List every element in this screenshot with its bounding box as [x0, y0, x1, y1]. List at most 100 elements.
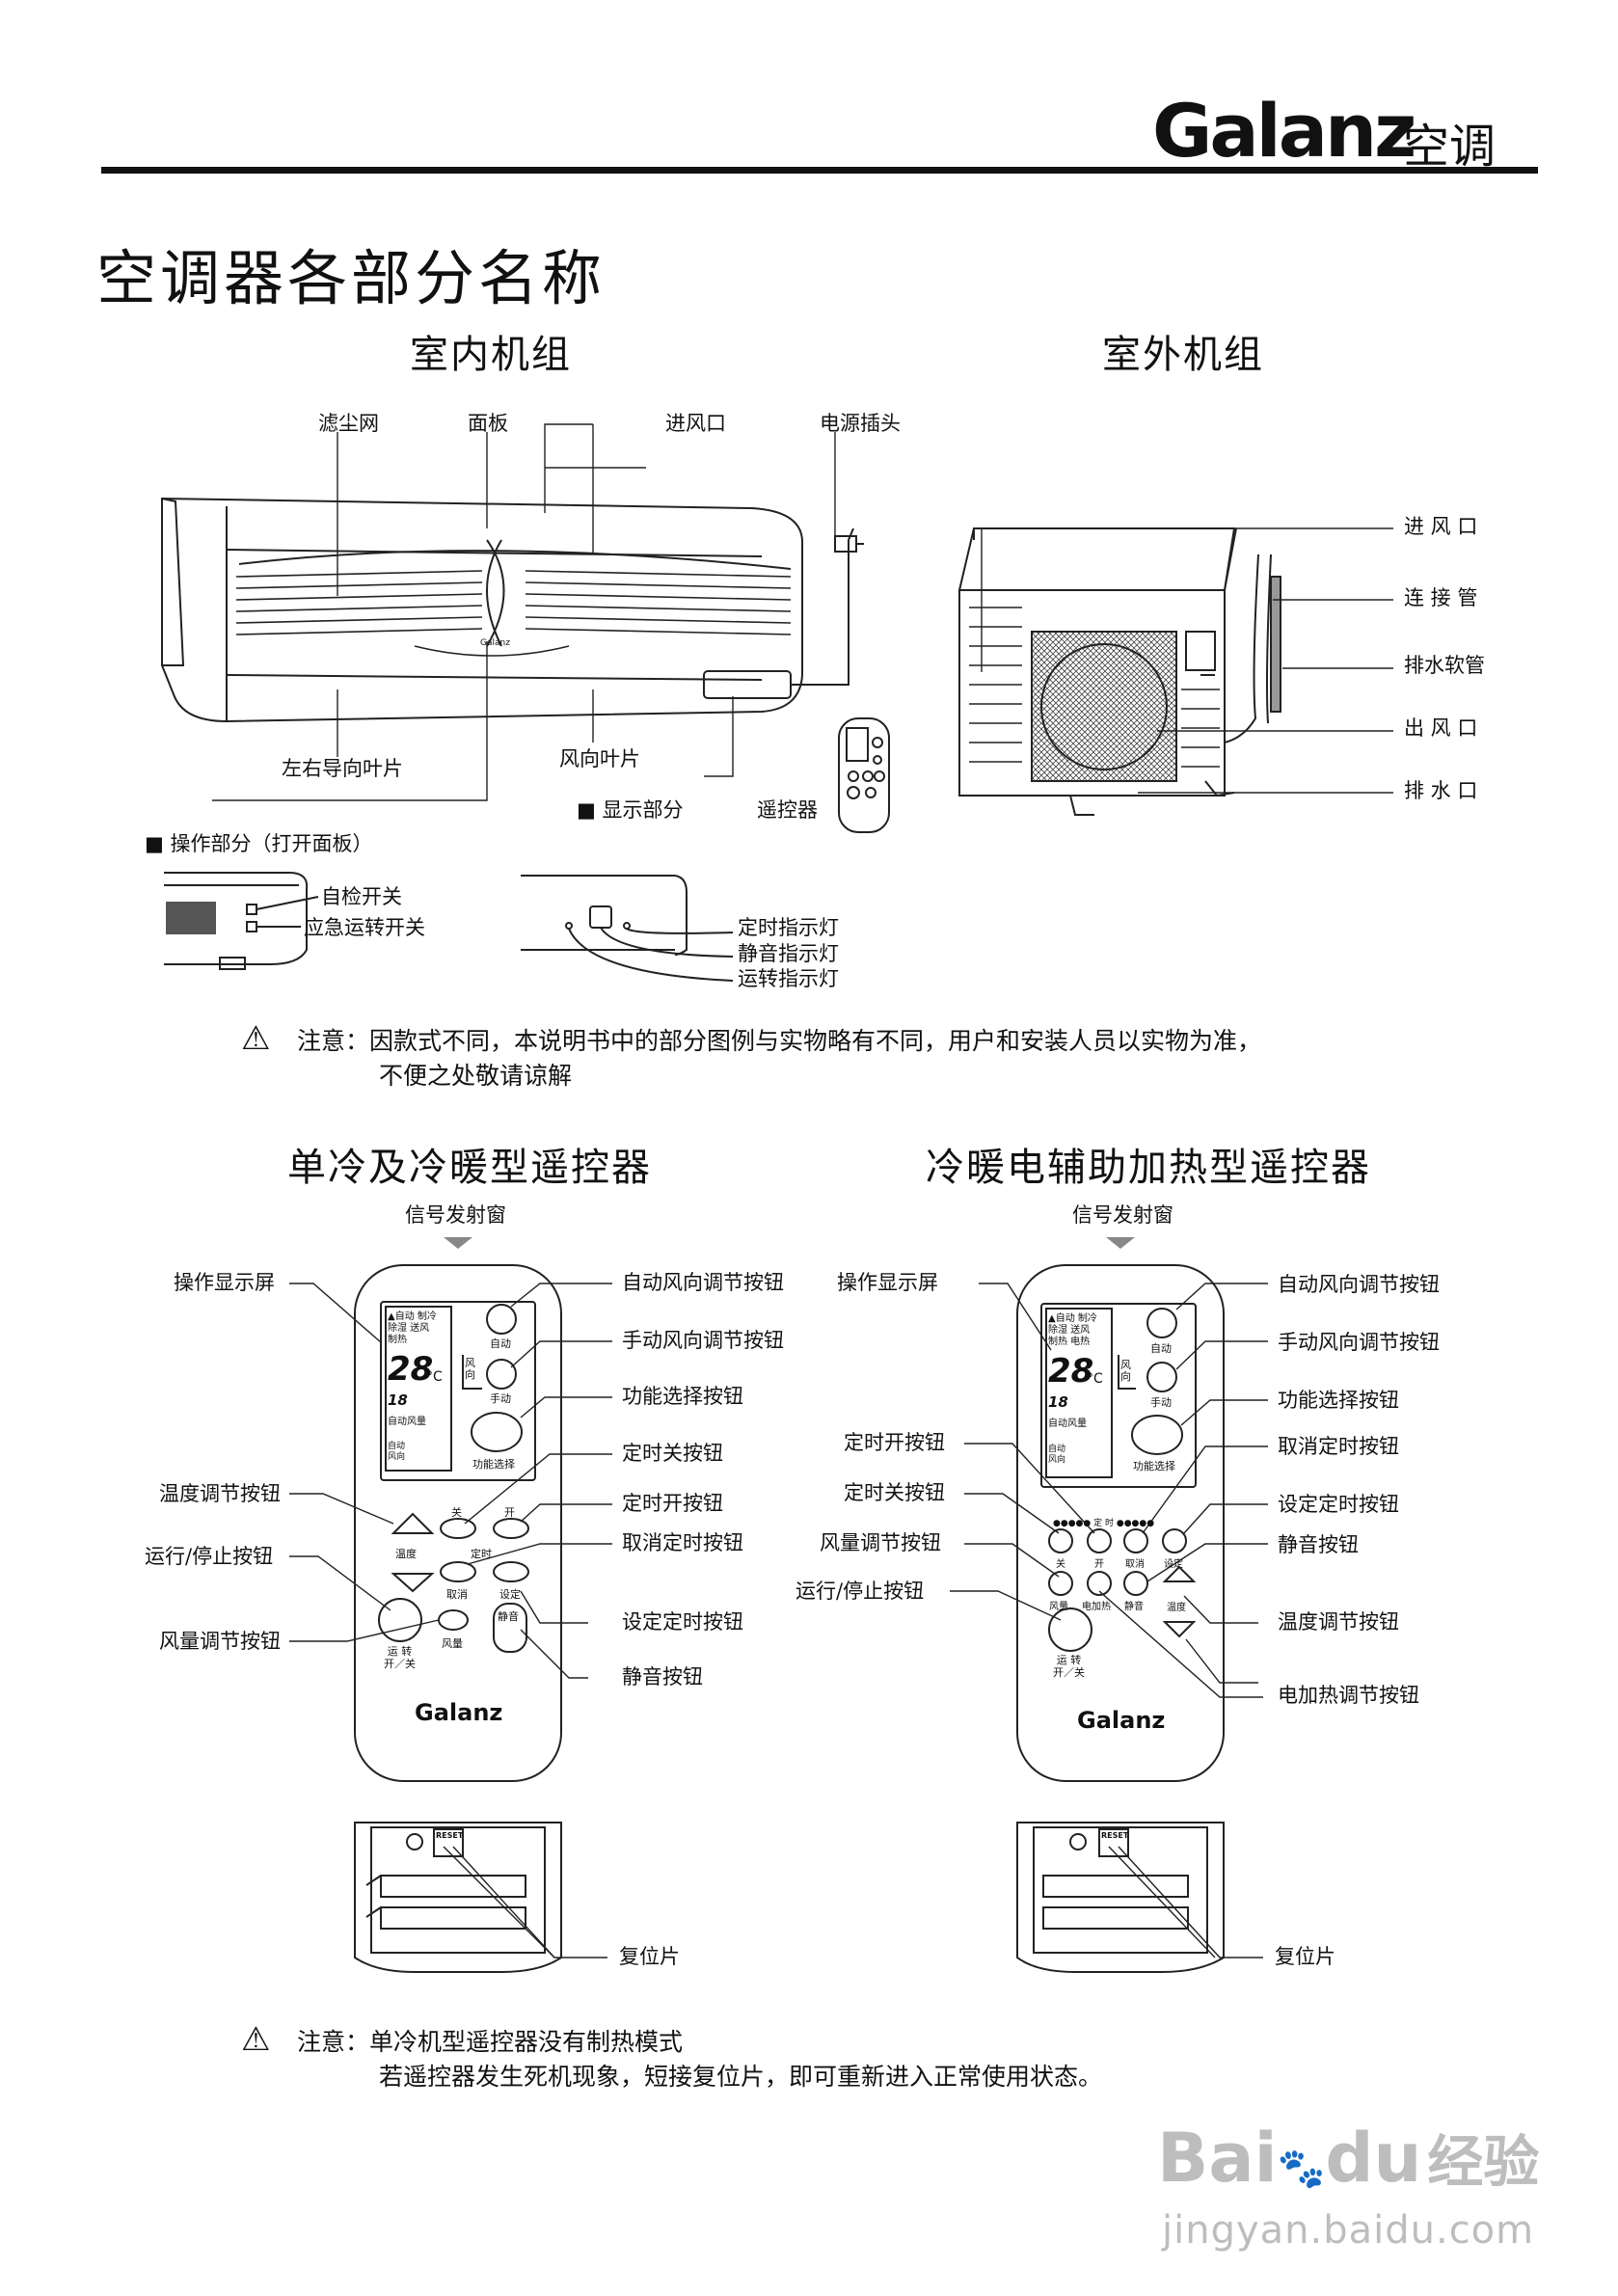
r2-label-fan: 风量调节按钮	[820, 1531, 941, 1554]
r1-btn-timer: 定时	[471, 1548, 492, 1560]
indoor-title: 室内机组	[410, 333, 572, 377]
label-operation-part: ■ 操作部分（打开面板）	[145, 832, 373, 855]
label-outdoor-drain-hose: 排水软管	[1404, 654, 1485, 677]
r1-label-reset: 复位片	[619, 1945, 680, 1968]
note1-line1: 注意：因款式不同，本说明书中的部分图例与实物略有不同，用户和安装人员以实物为准，	[297, 1027, 1262, 1055]
r1-btn-quiet[interactable]: 静音	[498, 1610, 519, 1623]
r2-label-timer-on: 定时开按钮	[844, 1431, 945, 1454]
r2-lcd-modes: ▲自动 制冷 除湿 送风 制热 电热	[1048, 1313, 1097, 1347]
r2-btn-cancel[interactable]: 取消	[1125, 1559, 1145, 1570]
r1-label-timer-on: 定时开按钮	[622, 1492, 723, 1515]
operation-part-drawing	[164, 872, 319, 970]
r1-lcd-unit: °C	[426, 1369, 443, 1385]
r2-lcd-temp: 28	[1048, 1352, 1094, 1391]
r1-lcd-hours: 18	[388, 1391, 408, 1409]
label-panel: 面板	[468, 412, 508, 435]
r1-logo: Galanz	[415, 1699, 503, 1726]
r2-btn-on[interactable]: 开	[1094, 1559, 1104, 1570]
r1-label-set-timer: 设定定时按钮	[622, 1610, 743, 1634]
r2-btn-set[interactable]: 设定	[1164, 1559, 1183, 1570]
r1-lcd-wind: 自动 风向	[388, 1442, 406, 1462]
r2-timer-row: ●●●●● 定 时 ●●●●●	[1053, 1519, 1155, 1528]
indoor-unit-logo: Galanz	[480, 638, 510, 648]
r2-lcd-unit: °C	[1087, 1371, 1103, 1387]
r2-label-heat: 电加热调节按钮	[1278, 1684, 1419, 1707]
label-lr-louver: 左右导向叶片	[282, 757, 403, 780]
r2-label-auto-wind: 自动风向调节按钮	[1278, 1273, 1440, 1296]
label-run-led: 运转指示灯	[738, 967, 839, 990]
r1-lcd-modes: ▲自动 制冷 除湿 送风 制热	[388, 1311, 437, 1345]
r1-btn-on[interactable]: 开	[504, 1506, 515, 1519]
r2-btn-quiet[interactable]: 静音	[1124, 1602, 1144, 1612]
r1-label-auto-wind: 自动风向调节按钮	[622, 1271, 784, 1294]
r2-label-set-timer: 设定定时按钮	[1278, 1493, 1399, 1516]
label-quiet-led: 静音指示灯	[738, 942, 839, 965]
r2-btn-heat[interactable]: 电加热	[1082, 1602, 1111, 1612]
label-filter: 滤尘网	[318, 412, 379, 435]
label-display-part: ■ 显示部分	[577, 798, 684, 822]
r1-label-temp: 温度调节按钮	[159, 1482, 281, 1505]
r1-label-timer-off: 定时关按钮	[622, 1442, 723, 1465]
r2-logo: Galanz	[1077, 1707, 1166, 1734]
label-emergency: 应急运转开关	[304, 916, 425, 939]
r2-label-temp: 温度调节按钮	[1278, 1610, 1399, 1634]
r2-btn-power[interactable]: 运 转 开／关	[1053, 1654, 1085, 1680]
label-wind-blade: 风向叶片	[559, 747, 640, 770]
r1-lcd-fan: 自动风量	[388, 1417, 426, 1427]
r2-label-run-stop: 运行/停止按钮	[796, 1580, 925, 1603]
r1-btn-cancel[interactable]: 取消	[446, 1588, 468, 1601]
r2-label-reset: 复位片	[1275, 1945, 1335, 1968]
r1-lcd-temp: 28	[388, 1350, 434, 1389]
r1-btn-manual[interactable]: 手动	[490, 1392, 511, 1405]
label-power-plug: 电源插头	[820, 412, 901, 435]
note2-line2: 若遥控器发生死机现象，短接复位片，即可重新进入正常使用状态。	[379, 2063, 1103, 2091]
r2-label-display: 操作显示屏	[837, 1271, 938, 1294]
r2-lcd-fan: 自动风量	[1048, 1418, 1087, 1429]
r1-btn-fan[interactable]: 风量	[442, 1637, 463, 1650]
r1-label-run-stop: 运行/停止按钮	[145, 1545, 274, 1568]
note1-line2: 不便之处敬请谅解	[379, 1062, 573, 1090]
r1-btn-off[interactable]: 关	[451, 1506, 462, 1519]
r1-btn-auto[interactable]: 自动	[490, 1337, 511, 1350]
r2-btn-auto[interactable]: 自动	[1150, 1342, 1172, 1355]
r2-btn-func[interactable]: 功能选择	[1133, 1460, 1175, 1472]
r2-label-func: 功能选择按钮	[1278, 1389, 1399, 1412]
r1-label-fan: 风量调节按钮	[159, 1630, 281, 1653]
r1-label-display: 操作显示屏	[174, 1271, 275, 1294]
header-brand-sub: 空调	[1403, 120, 1497, 174]
remote2-drawing	[1016, 1264, 1225, 1973]
label-self-check: 自检开关	[321, 885, 402, 908]
r2-btn-manual[interactable]: 手动	[1150, 1396, 1172, 1409]
label-outdoor-inlet: 进 风 口	[1404, 515, 1478, 538]
remote2-signal-window: 信号发射窗	[1072, 1203, 1173, 1227]
r1-label-func: 功能选择按钮	[622, 1385, 743, 1408]
paw-icon: 🐾	[1277, 2147, 1326, 2191]
indoor-unit-drawing	[161, 497, 864, 723]
r2-lcd-wind: 自动 风向	[1048, 1445, 1066, 1465]
r2-reset-tag: RESET	[1101, 1831, 1129, 1840]
r2-label-quiet: 静音按钮	[1278, 1533, 1359, 1556]
label-outdoor-outlet: 出 风 口	[1404, 716, 1478, 740]
r1-reset-tag: RESET	[436, 1831, 464, 1840]
r1-label-quiet: 静音按钮	[622, 1665, 703, 1688]
label-outdoor-drain: 排 水 口	[1404, 779, 1478, 802]
label-outdoor-pipe: 连 接 管	[1404, 586, 1478, 609]
r2-lcd-hours: 18	[1048, 1393, 1068, 1411]
r2-btn-fan[interactable]: 风量	[1049, 1602, 1068, 1612]
r2-btn-off[interactable]: 关	[1056, 1559, 1065, 1570]
remote1-drawing	[354, 1264, 562, 1973]
r1-btn-power[interactable]: 运 转 开／关	[384, 1645, 416, 1671]
r1-btn-set[interactable]: 设定	[499, 1588, 521, 1601]
note2-line1: 注意：单冷机型遥控器没有制热模式	[297, 2028, 684, 2056]
header-brand-logo: Galanz	[1152, 88, 1416, 174]
label-air-inlet: 进风口	[665, 412, 726, 435]
r1-btn-func[interactable]: 功能选择	[472, 1458, 515, 1471]
r1-wind-dir-label: 风向	[465, 1357, 475, 1382]
label-timer-led: 定时指示灯	[738, 916, 839, 939]
remote1-title: 单冷及冷暖型遥控器	[287, 1146, 652, 1190]
warning-triangle-icon-2: ⚠	[241, 2020, 271, 2059]
r2-label-timer-off: 定时关按钮	[844, 1481, 945, 1504]
warning-triangle-icon: ⚠	[241, 1019, 271, 1058]
r1-btn-temp: 温度	[395, 1548, 417, 1560]
